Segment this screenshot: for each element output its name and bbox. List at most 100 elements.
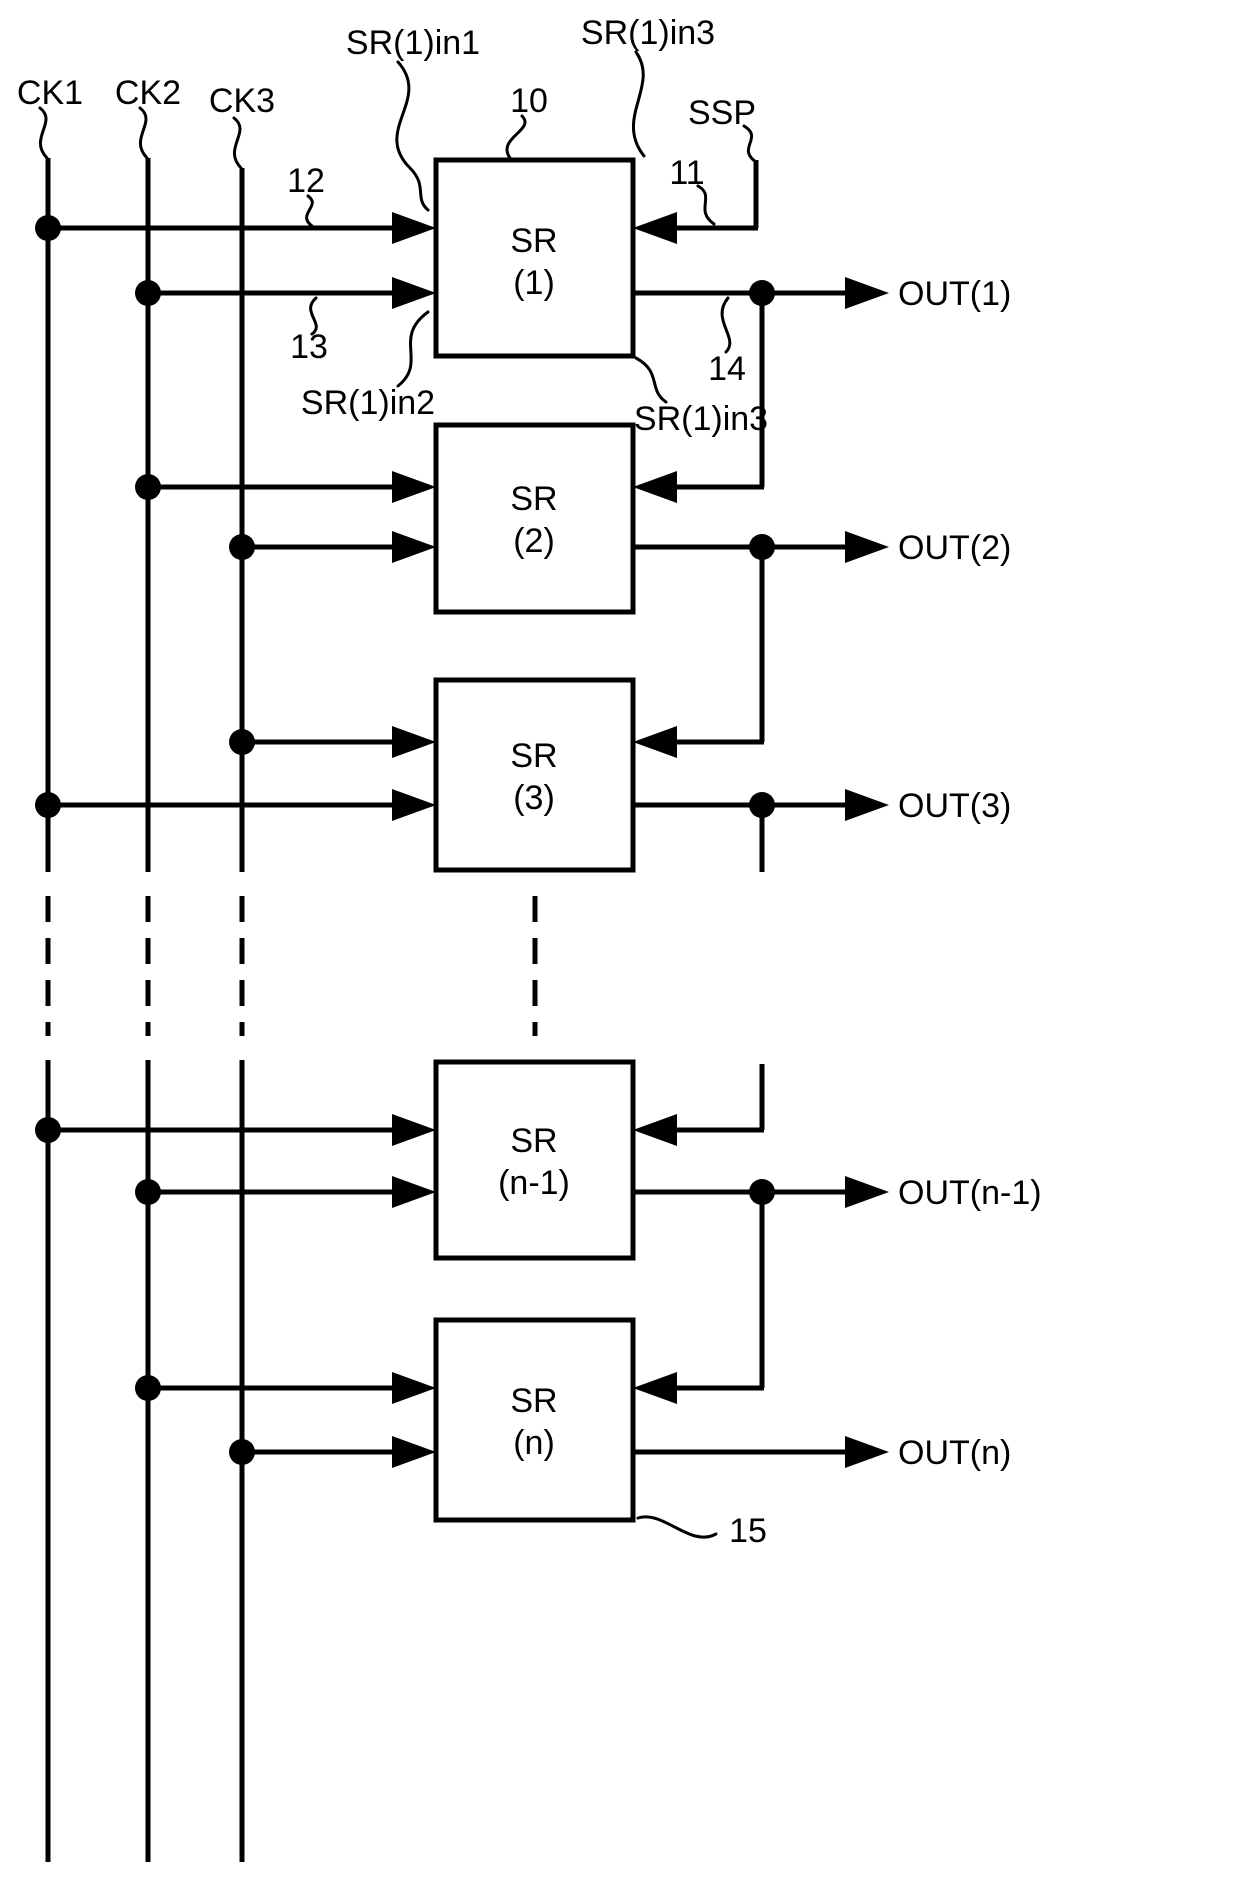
sr3-name: SR (510, 737, 557, 775)
srn1-index: (n-1) (498, 1164, 570, 1202)
annotation-sr1in3-top: SR(1)in3 (581, 14, 715, 158)
annotation-ref14: 14 (708, 296, 746, 388)
ref13-label: 13 (290, 328, 328, 366)
out2-wire: OUT(2) (633, 529, 1011, 567)
sr1-block: SR (1) (433, 157, 636, 359)
sr1-input1-wire (35, 212, 436, 244)
sr2-input1-junction-dot (135, 474, 161, 500)
sr1-input2-arrowhead-icon (392, 277, 436, 309)
srn-name: SR (510, 1382, 557, 1420)
sr3-input2-wire (35, 789, 436, 821)
out1-arrowhead-icon (845, 277, 889, 309)
sr2-input2-arrowhead-icon (392, 531, 436, 563)
sr1-input2-wire (135, 277, 436, 309)
outn-arrowhead-icon (845, 1436, 889, 1468)
srn1-block: SR (n-1) (433, 1059, 636, 1261)
ref11-leader (696, 184, 716, 226)
clock-bus-ck2 (138, 106, 151, 1862)
srn-input1-arrowhead-icon (392, 1372, 436, 1404)
srn1-input1-junction-dot (35, 1117, 61, 1143)
annotation-ref15: 15 (636, 1512, 767, 1550)
sr1in1-leader (395, 60, 430, 212)
sr3-input2-arrowhead-icon (392, 789, 436, 821)
clock-bus-ck3 (232, 116, 245, 1862)
sr2-input1-arrowhead-icon (392, 471, 436, 503)
sr2-input2-wire (229, 531, 436, 563)
sr3-input1-wire (229, 726, 436, 758)
sr3-carry-arrowhead-icon (633, 726, 677, 758)
sr1-input1-junction-dot (35, 215, 61, 241)
ck2-label: CK2 (115, 74, 181, 112)
out2-junction-dot (749, 534, 775, 560)
sr2-box (433, 422, 636, 615)
ck3-label-leader (232, 116, 243, 170)
sr1in3-top-label: SR(1)in3 (581, 14, 715, 52)
out3-junction-dot (749, 792, 775, 818)
ck1-label-leader (38, 106, 49, 160)
sr2-carry-arrowhead-icon (633, 471, 677, 503)
ck3-label: CK3 (209, 82, 275, 120)
sr2-block: SR (2) (433, 422, 636, 615)
srn1-carry-arrowhead-icon (633, 1114, 677, 1146)
out3-label: OUT(3) (898, 787, 1011, 825)
out2-label: OUT(2) (898, 529, 1011, 567)
sr1in2-label: SR(1)in2 (301, 384, 435, 422)
sr3-input2-junction-dot (35, 792, 61, 818)
srn1-input2-wire (135, 1176, 436, 1208)
ref12-leader (305, 194, 314, 228)
annotation-sr1in1: SR(1)in1 (346, 24, 480, 212)
srn1-name: SR (510, 1122, 557, 1160)
srn1-input1-arrowhead-icon (392, 1114, 436, 1146)
ref15-label: 15 (729, 1512, 767, 1550)
sr1-input1-arrowhead-icon (392, 212, 436, 244)
outn-label: OUT(n) (898, 1434, 1011, 1472)
ck2-label-leader (138, 106, 149, 160)
srn-input1-junction-dot (135, 1375, 161, 1401)
sr1-box (433, 157, 636, 359)
srn-input2-wire (229, 1436, 436, 1468)
sr3-block: SR (3) (433, 677, 636, 873)
sr2-carry-wire (633, 293, 765, 503)
sr3-carry-wire (633, 547, 765, 758)
ref15-leader (636, 1515, 718, 1539)
sr3-index: (3) (513, 779, 555, 817)
ssp-input-wire (633, 160, 759, 244)
ssp-arrowhead-icon (633, 212, 677, 244)
sr1-index: (1) (513, 264, 555, 302)
ssp-leader (742, 124, 758, 164)
srn-input1-wire (135, 1372, 436, 1404)
sr3-input1-arrowhead-icon (392, 726, 436, 758)
srn-input2-arrowhead-icon (392, 1436, 436, 1468)
outn-wire: OUT(n) (633, 1434, 1011, 1472)
outn1-wire: OUT(n-1) (633, 1174, 1042, 1212)
sr1in3-bottom-label: SR(1)in3 (634, 400, 768, 438)
srn-box (433, 1317, 636, 1523)
annotation-sr1in2: SR(1)in2 (301, 310, 435, 422)
sr1-name: SR (510, 222, 557, 260)
srn1-input2-arrowhead-icon (392, 1176, 436, 1208)
out2-arrowhead-icon (845, 531, 889, 563)
sr1-input2-junction-dot (135, 280, 161, 306)
ref10-label: 10 (510, 82, 548, 120)
ref12-label: 12 (287, 162, 325, 200)
annotation-sr1in3-bottom: SR(1)in3 (634, 356, 768, 438)
clock-bus-ck1 (38, 106, 51, 1862)
sr2-input1-wire (135, 471, 436, 503)
srn1-input1-wire (35, 1114, 436, 1146)
sr2-name: SR (510, 480, 557, 518)
sr2-index: (2) (513, 522, 555, 560)
ck1-label: CK1 (17, 74, 83, 112)
srn-carry-wire (633, 1192, 765, 1404)
sr3-box (433, 677, 636, 873)
sr3-input1-junction-dot (229, 729, 255, 755)
srn1-box (433, 1059, 636, 1261)
srn-index: (n) (513, 1424, 555, 1462)
annotation-ref10: 10 (505, 82, 548, 160)
sr1in3-top-leader (632, 50, 646, 158)
outn1-arrowhead-icon (845, 1176, 889, 1208)
annotation-ssp: SSP (688, 94, 758, 164)
sr2-input2-junction-dot (229, 534, 255, 560)
ref10-leader (505, 114, 527, 160)
ref14-leader (720, 296, 732, 354)
